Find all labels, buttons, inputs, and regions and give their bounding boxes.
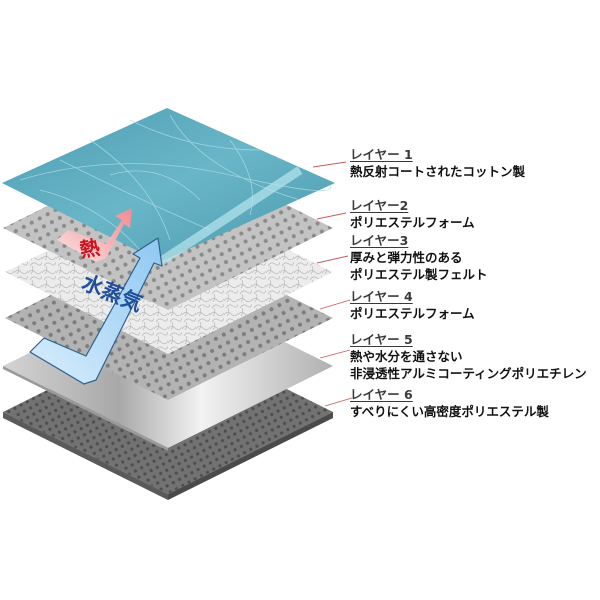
leader-lines — [312, 161, 353, 407]
layer-3-title: レイヤー3 — [350, 233, 409, 248]
layer-4-label: レイヤー 4 ポリエステルフォーム — [350, 288, 475, 322]
layer-2-label: レイヤー2 ポリエステルフォーム — [350, 197, 475, 231]
leader-line-6 — [324, 397, 353, 407]
leader-line-4 — [319, 299, 351, 310]
layer-6-desc: すべりにくい高密度ポリエステル製 — [350, 404, 549, 419]
layer-5-title: レイヤー 5 — [350, 332, 413, 347]
leader-line-1 — [312, 161, 347, 168]
layer-1-title: レイヤー 1 — [350, 147, 413, 162]
leader-line-5 — [319, 349, 351, 359]
layer-1-desc: 熱反射コートされたコットン製 — [350, 164, 526, 179]
layer-6-label: レイヤー 6 すべりにくい高密度ポリエステル製 — [350, 386, 549, 420]
layer-6-title: レイヤー 6 — [350, 387, 413, 402]
layer-4-title: レイヤー 4 — [350, 289, 413, 304]
layer-5-desc-line-1: 熱や水分を通さない — [350, 349, 463, 364]
layer-5-desc-line-2: 非浸透性アルミコーティングポリエチレン — [350, 366, 587, 381]
layer-3-desc-line-2: ポリエステル製フェルト — [350, 267, 488, 282]
layer-1-sheet — [2, 108, 335, 266]
leader-line-2 — [316, 212, 347, 220]
leader-line-3 — [316, 255, 349, 264]
heat-label: 熱 — [78, 236, 102, 262]
heat-arrow — [57, 208, 132, 262]
layer-5-label: レイヤー 5 熱や水分を通さない 非浸透性アルミコーティングポリエチレン — [350, 331, 587, 382]
layer-3-desc-line-1: 厚みと弾力性のある — [350, 250, 463, 265]
layer-2-desc: ポリエステルフォーム — [350, 215, 475, 230]
layer-4-desc: ポリエステルフォーム — [350, 306, 475, 321]
layer-1-label: レイヤー 1 熱反射コートされたコットン製 — [350, 146, 525, 180]
layer-3-label: レイヤー3 厚みと弾力性のある ポリエステル製フェルト — [350, 232, 488, 283]
vapor-arrow — [29, 237, 163, 385]
layer-2-title: レイヤー2 — [350, 198, 409, 213]
